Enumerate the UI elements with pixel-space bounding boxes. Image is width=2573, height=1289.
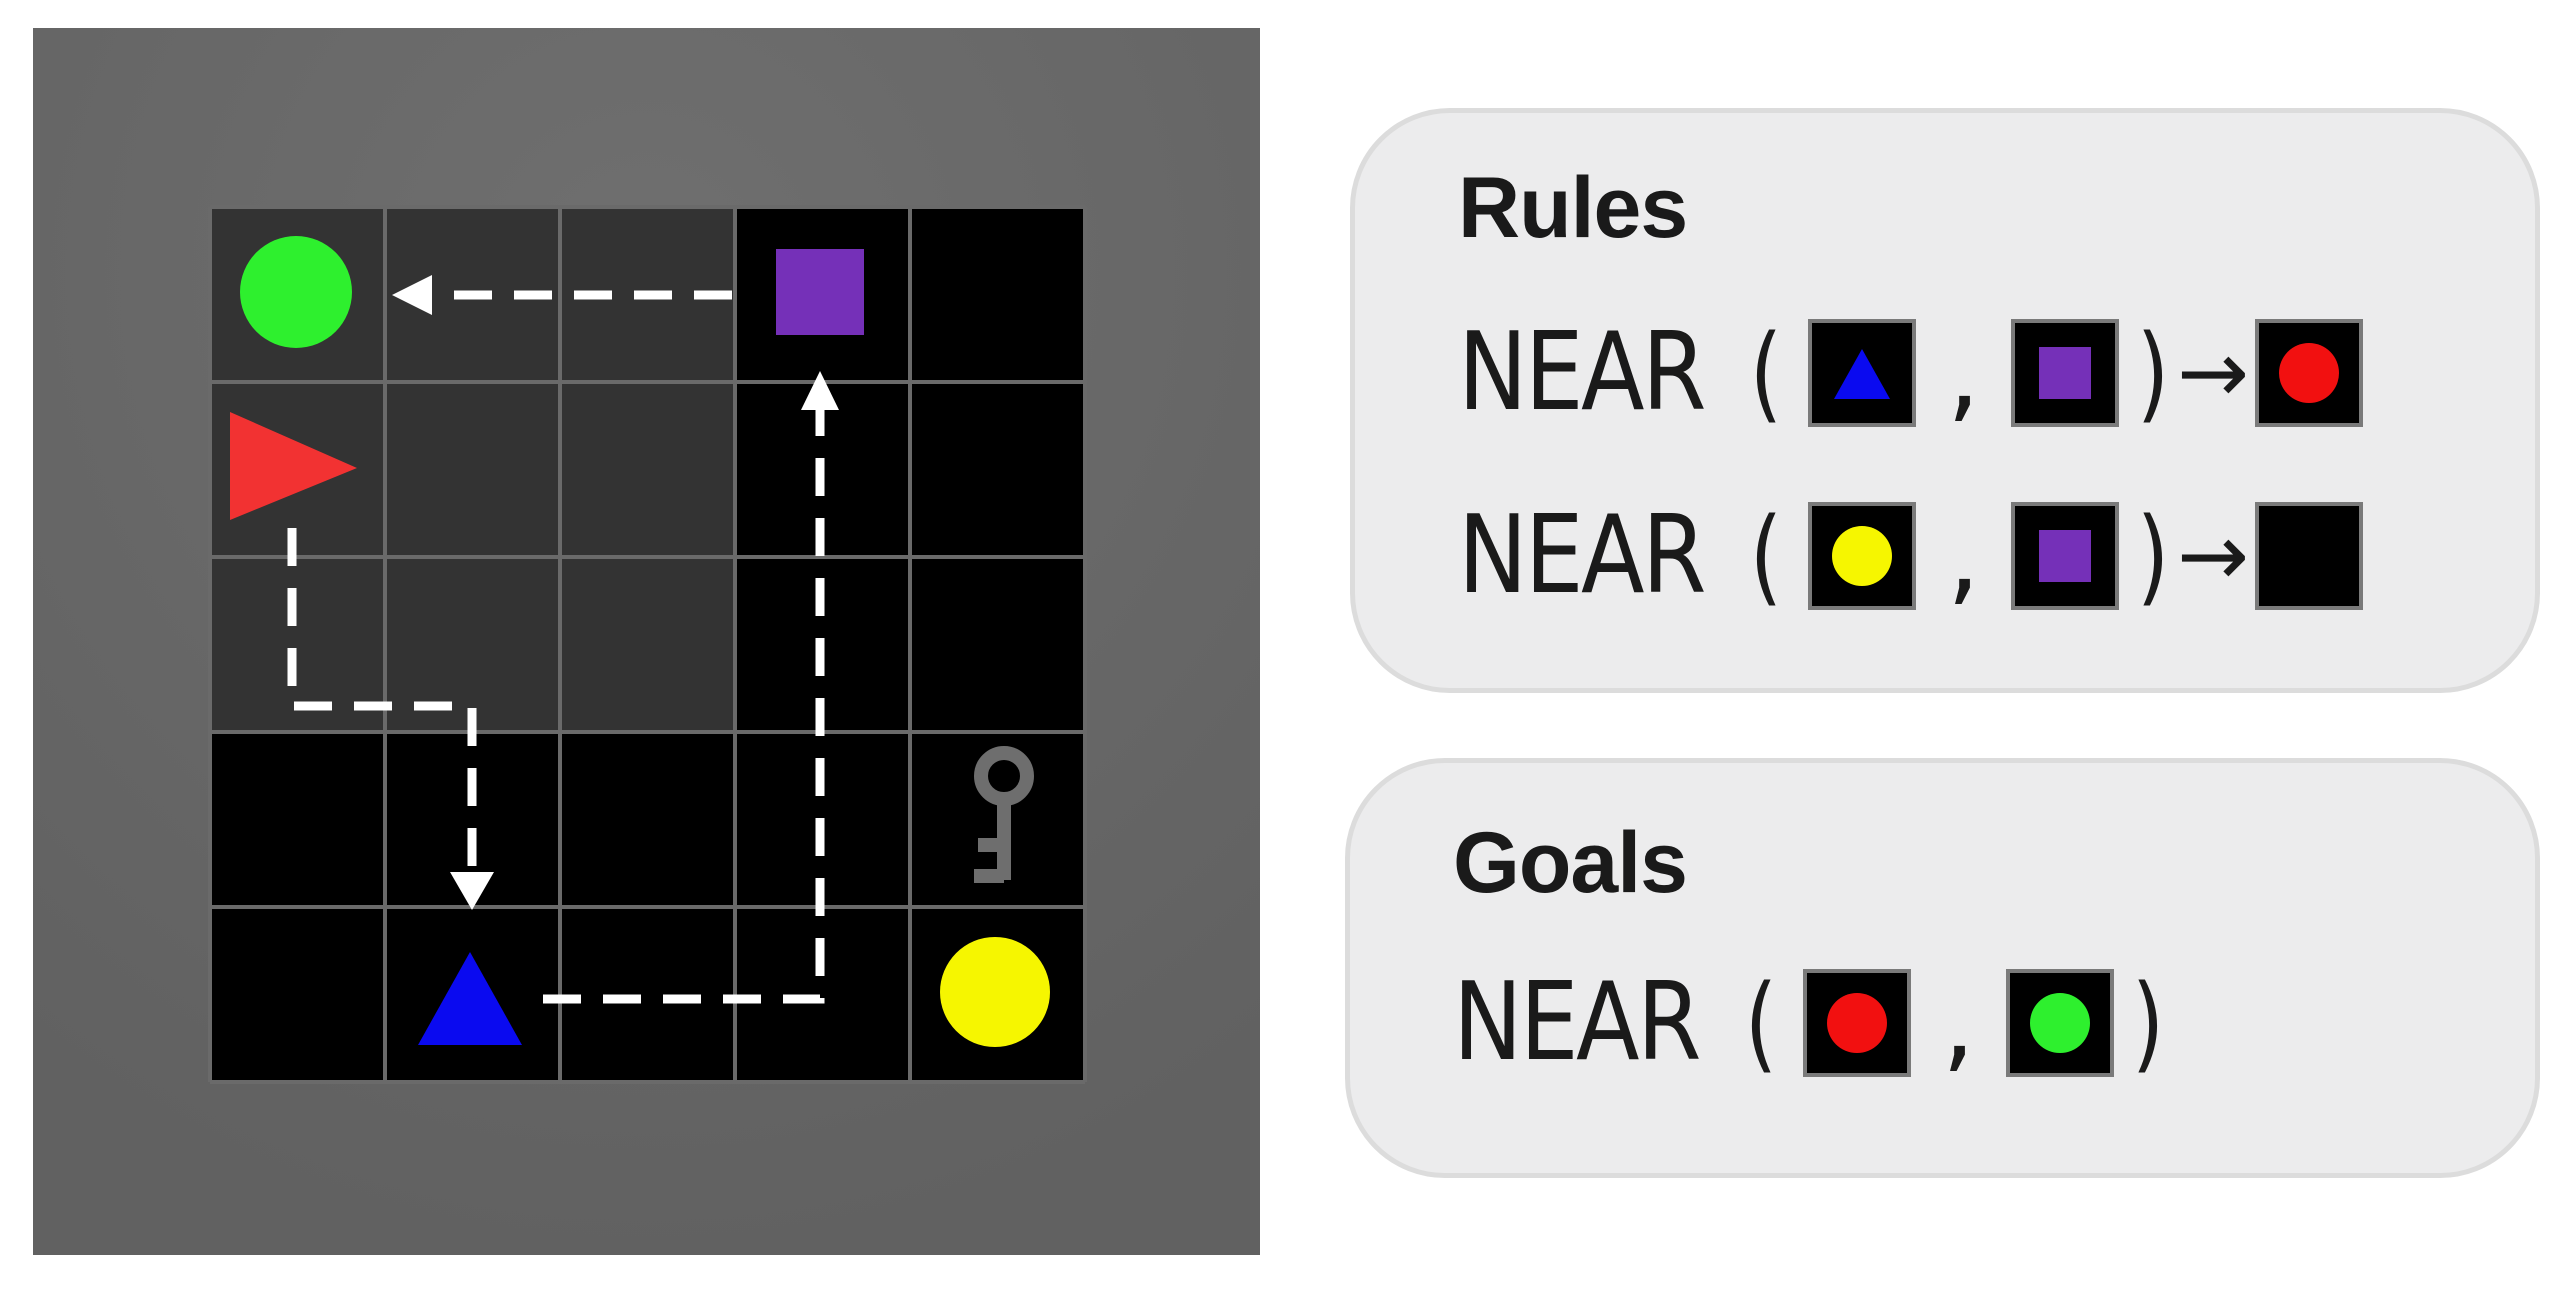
blue-triangle-tile bbox=[1808, 319, 1916, 427]
purple-square-tile bbox=[2011, 319, 2119, 427]
green-circle bbox=[240, 236, 352, 348]
goal-1-close: ) bbox=[2131, 962, 2165, 1084]
game-board bbox=[33, 28, 1260, 1255]
goal-1-open: ( bbox=[1744, 962, 1778, 1084]
green-circle-icon bbox=[2030, 993, 2090, 1053]
green-circle-tile bbox=[2006, 969, 2114, 1077]
path-triangle-to-square bbox=[543, 408, 825, 1004]
rule-1-comma: , bbox=[1946, 312, 1981, 434]
purple-square-icon bbox=[2039, 347, 2091, 399]
path-arrowhead-up bbox=[801, 371, 839, 410]
blue-triangle bbox=[418, 952, 522, 1045]
red-circle-icon bbox=[2279, 343, 2339, 403]
rule-2-close: ) bbox=[2136, 495, 2170, 617]
rule-2-open: ( bbox=[1749, 495, 1783, 617]
path-arrowhead-left bbox=[392, 275, 432, 315]
grid bbox=[208, 205, 1087, 1084]
planned-path bbox=[287, 290, 825, 1004]
purple-square-tile bbox=[2011, 502, 2119, 610]
yellow-circle-icon bbox=[1832, 526, 1892, 586]
red-circle-icon bbox=[1827, 993, 1887, 1053]
empty-tile bbox=[2255, 502, 2363, 610]
purple-square bbox=[776, 249, 864, 335]
goal-1-comma: , bbox=[1941, 962, 1976, 1084]
rule-2-arrow: → bbox=[2176, 506, 2250, 606]
goals-panel: Goals NEAR ( , ) bbox=[1345, 758, 2540, 1178]
goal-1: NEAR ( , ) bbox=[1453, 963, 2166, 1083]
path-agent-to-triangle bbox=[287, 528, 477, 868]
rule-1-fn: NEAR bbox=[1458, 310, 1706, 435]
key-icon bbox=[974, 746, 1034, 883]
rules-panel: Rules NEAR ( , ) → NEAR ( , ) → bbox=[1350, 108, 2540, 693]
rule-1-close: ) bbox=[2136, 312, 2170, 434]
agent-red-triangle bbox=[230, 412, 357, 520]
rule-1: NEAR ( , ) → bbox=[1458, 313, 2363, 433]
red-circle-tile bbox=[1803, 969, 1911, 1077]
path-arrowhead-down bbox=[450, 872, 494, 910]
rule-2: NEAR ( , ) → bbox=[1458, 496, 2363, 616]
rule-2-fn: NEAR bbox=[1458, 493, 1706, 618]
rules-title: Rules bbox=[1458, 160, 1688, 256]
goal-1-fn: NEAR bbox=[1453, 960, 1701, 1085]
goals-title: Goals bbox=[1453, 815, 1688, 911]
rule-1-arrow: → bbox=[2176, 323, 2250, 423]
blue-triangle-icon bbox=[1834, 349, 1890, 399]
yellow-circle bbox=[940, 937, 1050, 1047]
rule-2-comma: , bbox=[1946, 495, 1981, 617]
red-circle-tile bbox=[2255, 319, 2363, 427]
yellow-circle-tile bbox=[1808, 502, 1916, 610]
rule-1-open: ( bbox=[1749, 312, 1783, 434]
purple-square-icon bbox=[2039, 530, 2091, 582]
